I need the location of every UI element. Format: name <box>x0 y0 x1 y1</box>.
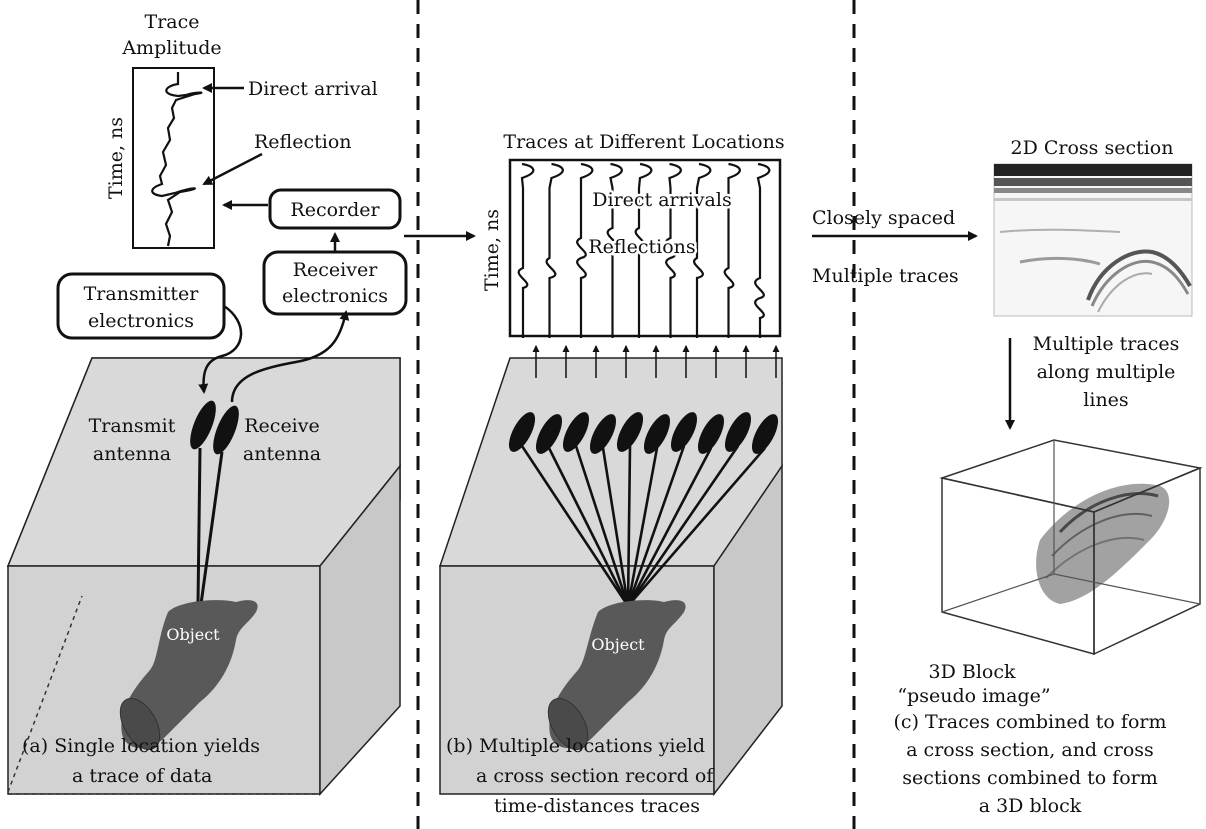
trace-line-4 <box>606 162 623 338</box>
caption-b-line-3: time-distances traces <box>494 795 700 817</box>
transmitter-label-line2: electronics <box>88 310 194 332</box>
ray-4 <box>601 447 630 607</box>
ray-8 <box>626 447 713 607</box>
recorder-box <box>268 188 402 230</box>
object-label-a: Object <box>166 625 220 644</box>
caption-c-line-1: (c) Traces combined to form <box>894 711 1167 733</box>
ray-1 <box>520 445 630 607</box>
receiver-label-line1: Receiver <box>293 259 378 281</box>
antenna-4 <box>589 414 617 454</box>
receive-label-line2: antenna <box>243 443 321 465</box>
object-label-b: Object <box>591 635 645 654</box>
transmit-label-line1: Transmit <box>89 415 176 437</box>
receive-wire <box>230 310 350 403</box>
direct-arrivals-label: Direct arrivals <box>592 189 731 211</box>
antenna-5 <box>616 412 644 452</box>
caption-c-line-3: sections combined to form <box>902 767 1158 789</box>
caption-c-line-4: a 3D block <box>979 795 1082 817</box>
multi-lines-label-1: Multiple traces <box>1033 333 1180 355</box>
upward-arrows <box>532 345 780 378</box>
panel-c: Closely spaced Multiple traces 2D Cross … <box>812 137 1203 817</box>
closely-spaced-label: Closely spaced <box>812 207 955 229</box>
transmit-antenna <box>190 400 216 450</box>
caption-b-line-2: a cross section record of <box>476 765 715 787</box>
ray-9 <box>626 445 740 607</box>
caption-a-line-2: a trace of data <box>72 765 212 787</box>
ground-block-side-a <box>319 463 401 796</box>
multi-lines-label-2: along multiple <box>1037 361 1176 383</box>
caption-a-line-1: (a) Single location yields <box>22 735 260 757</box>
transmitter-label-line1: Transmitter <box>84 283 200 305</box>
multiple-traces-label: Multiple traces <box>812 265 959 287</box>
3d-block-image <box>939 439 1203 656</box>
block-label-1: 3D Block <box>929 661 1016 683</box>
time-axis-label-b: Time, ns <box>481 209 503 291</box>
ground-block-side-b <box>713 463 783 797</box>
recorder-label: Recorder <box>290 199 380 221</box>
ray-3 <box>574 445 630 607</box>
time-axis-label-a: Time, ns <box>105 117 127 199</box>
transmit-wire <box>198 304 243 394</box>
multi-antennas <box>508 412 779 607</box>
ray-5 <box>626 445 632 607</box>
trace-title-line1: Trace <box>145 11 200 33</box>
buried-object-end-b <box>547 697 589 751</box>
ground-block-surface-b <box>438 357 783 567</box>
ray-2 <box>547 447 630 607</box>
antenna-10 <box>751 414 779 454</box>
reflections-label: Reflections <box>588 236 695 258</box>
buried-object-end-a <box>119 697 161 751</box>
trace-line-5 <box>634 162 653 338</box>
trace-title-line2: Amplitude <box>121 37 221 59</box>
antenna-6 <box>643 414 671 454</box>
trace-line-9 <box>754 162 771 338</box>
reflection-arrow <box>202 152 263 186</box>
antenna-9 <box>724 412 752 452</box>
ray-7 <box>626 445 686 607</box>
ray-6 <box>626 447 659 607</box>
antenna-1 <box>508 412 536 452</box>
panel-b: Traces at Different Locations Time, ns D… <box>404 131 785 797</box>
direct-arrival-label: Direct arrival <box>248 78 378 100</box>
receive-label-line1: Receive <box>244 415 320 437</box>
trace-line-8 <box>723 162 741 338</box>
cross-section-title: 2D Cross section <box>1011 137 1174 159</box>
trace-line-6 <box>665 162 682 338</box>
antenna-2 <box>535 414 563 454</box>
receiver-label-line2: electronics <box>282 285 388 307</box>
antenna-8 <box>697 414 725 454</box>
multi-trace-lines <box>517 162 771 338</box>
traces-title: Traces at Different Locations <box>503 131 784 153</box>
caption-b-line-1: (b) Multiple locations yield <box>446 735 705 757</box>
trace-plot-box <box>132 67 215 249</box>
trace-line-3 <box>576 162 594 338</box>
caption-c-line-2: a cross section, and cross <box>906 739 1154 761</box>
antenna-3 <box>562 412 590 452</box>
buried-object-b <box>549 600 686 749</box>
single-trace <box>151 72 203 247</box>
antenna-7 <box>670 412 698 452</box>
transmit-ray <box>196 447 202 605</box>
ground-block-hidden-edge-a <box>7 595 83 793</box>
receive-antenna <box>213 405 239 455</box>
ray-10 <box>627 447 766 607</box>
cross-section-image <box>993 163 1193 317</box>
receive-ray <box>199 451 224 605</box>
panel-a: Trace Amplitude Time, ns Direct arrival … <box>6 11 408 796</box>
traces-plot-box <box>508 158 782 338</box>
transmit-label-line2: antenna <box>93 443 171 465</box>
block-label-2: “pseudo image” <box>897 685 1050 707</box>
reflection-label: Reflection <box>254 131 352 153</box>
buried-object-a <box>121 600 258 749</box>
trace-line-1 <box>517 162 535 338</box>
trace-line-7 <box>693 162 712 338</box>
multi-lines-label-3: lines <box>1083 389 1128 411</box>
trace-line-2 <box>545 162 564 338</box>
